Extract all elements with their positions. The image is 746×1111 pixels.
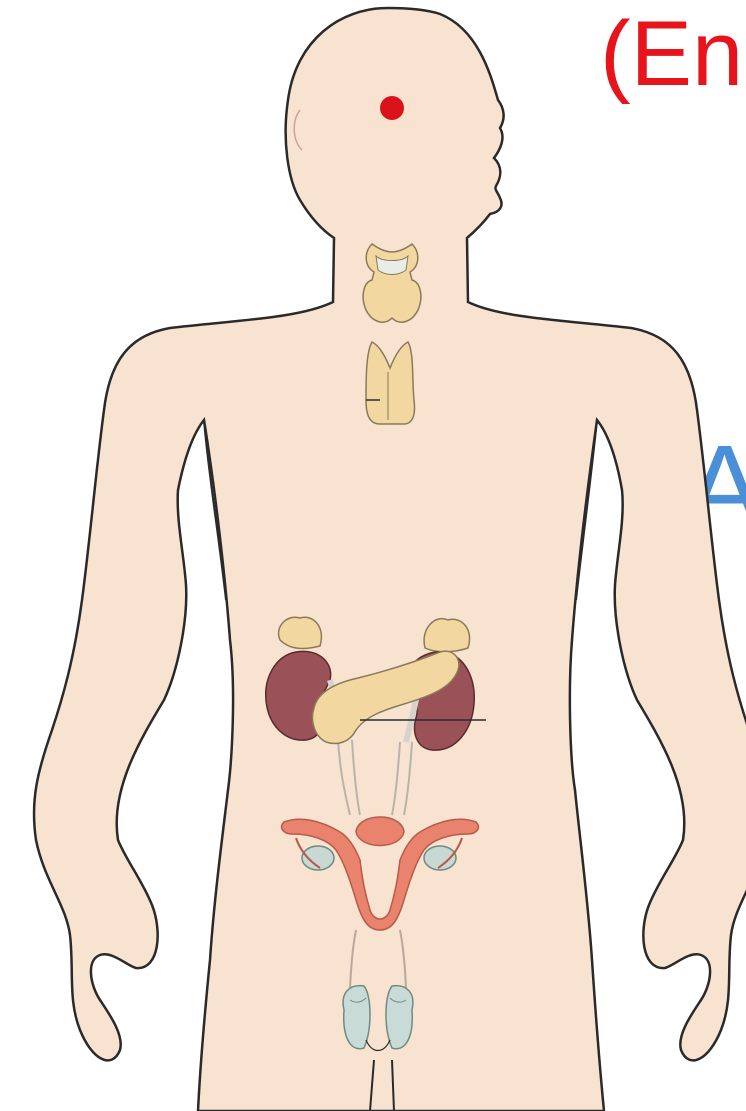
human-figure-outline xyxy=(34,8,746,1111)
thyroid-gland-icon xyxy=(363,244,421,322)
body-silhouette xyxy=(34,8,746,1111)
pineal-gland-dot xyxy=(380,96,404,120)
